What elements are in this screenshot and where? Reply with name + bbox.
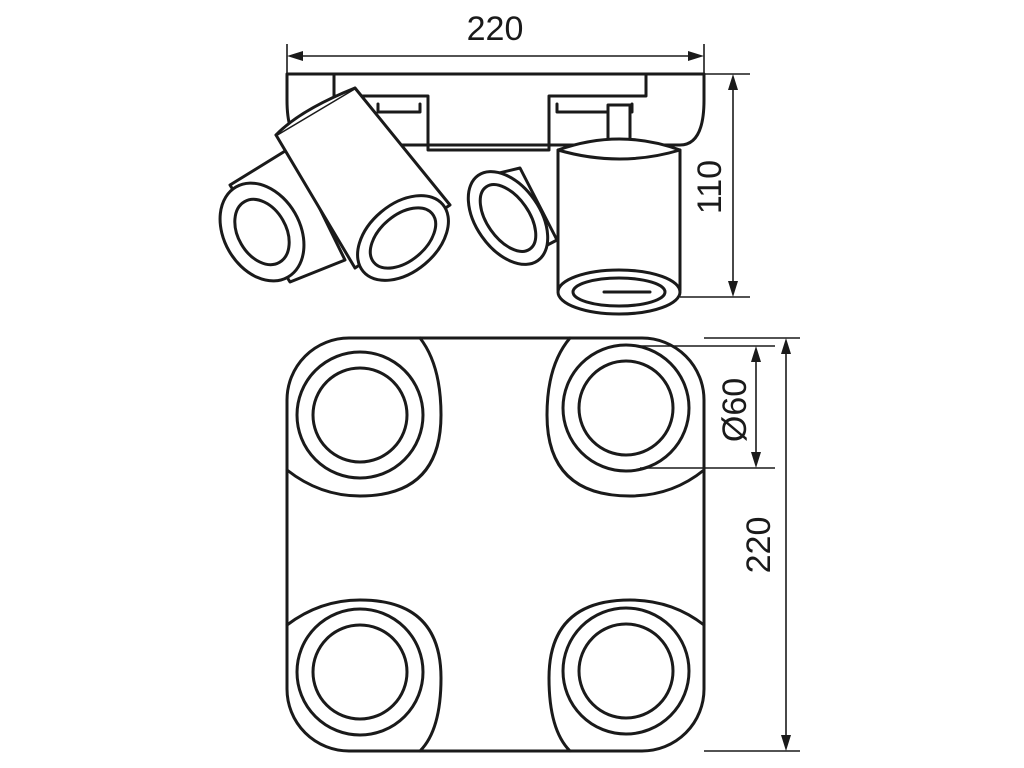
dimension-side-height-label: 110: [691, 160, 729, 214]
dimension-top-width: 220: [286, 10, 705, 74]
dimension-plan-height-label: 220: [740, 517, 778, 574]
spotlight-right: [556, 103, 682, 316]
dimension-top-width-label: 220: [467, 10, 524, 48]
lamp-top-right: [545, 336, 706, 498]
side-view: [218, 72, 706, 316]
lamp-bottom-right: [547, 598, 706, 753]
lamp-top-left: [285, 336, 443, 498]
spotlight-left-rear: [218, 146, 347, 284]
spotlight-left-front: [274, 86, 452, 282]
dimension-side-height: 110: [680, 73, 750, 298]
dimension-lens-diameter-label: Ø60: [716, 378, 754, 442]
plan-view: [285, 336, 706, 753]
lamp-bottom-left: [285, 598, 443, 753]
dimension-plan-height: 220: [704, 337, 800, 752]
spotlight-middle: [466, 166, 559, 266]
bracket-inner: [376, 102, 634, 114]
dimension-lens-diameter: Ø60: [640, 345, 775, 469]
base-plate: [285, 72, 706, 147]
